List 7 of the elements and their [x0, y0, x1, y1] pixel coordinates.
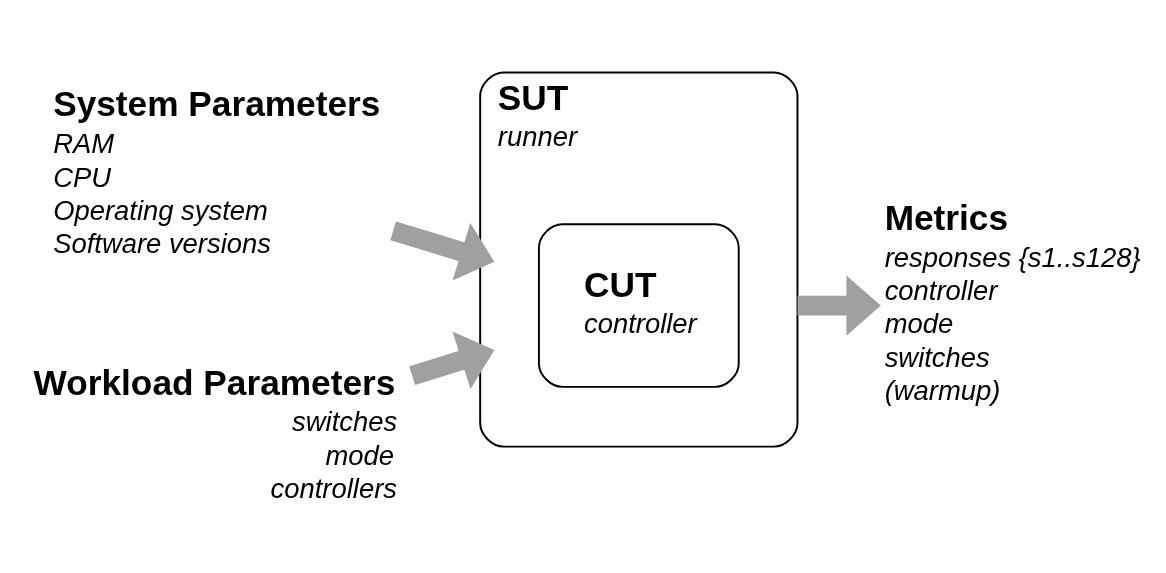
arrow — [390, 221, 495, 281]
node-box: CUT controller — [537, 223, 740, 388]
arrow — [797, 275, 881, 336]
node-text: System Parameters RAM CPU Operating system Software versions — [53, 84, 381, 260]
node-text: Metrics responses {s1..s128} controller mode switches (warmup) — [884, 197, 1141, 407]
node-text: Workload Parameters switches mode controllers — [33, 362, 398, 504]
arrow — [409, 331, 495, 390]
